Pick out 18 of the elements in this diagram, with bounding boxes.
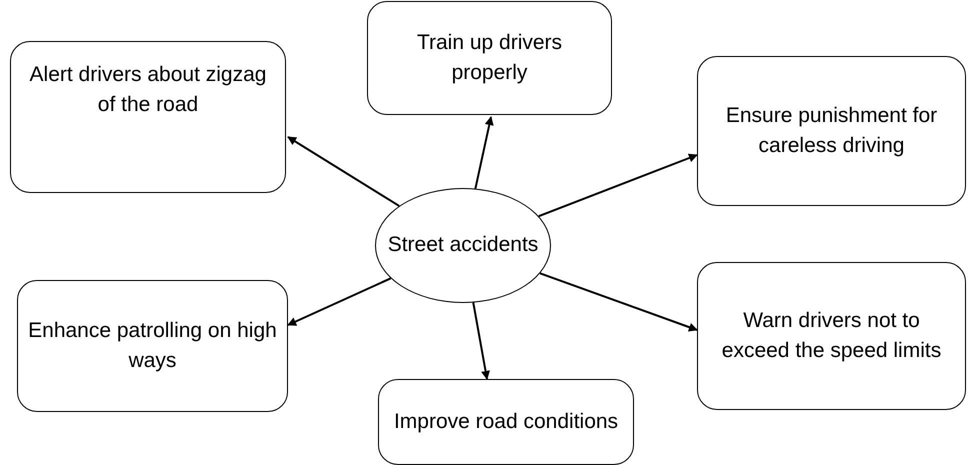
idea-box bbox=[17, 280, 288, 412]
node-text: Enhance patrolling on high ways bbox=[28, 318, 277, 374]
arrow bbox=[472, 302, 490, 380]
node-text: Improve road conditions bbox=[394, 408, 618, 435]
node-text: Ensure punishment for careless driving bbox=[724, 102, 938, 159]
idea-box bbox=[697, 56, 966, 206]
idea-box bbox=[367, 1, 612, 115]
arrow bbox=[538, 154, 698, 218]
idea-box bbox=[378, 379, 634, 465]
idea-box bbox=[697, 262, 966, 410]
node-text: Alert drivers about zigzag of the road bbox=[28, 62, 268, 118]
idea-box bbox=[10, 41, 286, 193]
arrow bbox=[287, 277, 392, 326]
arrow bbox=[287, 136, 400, 207]
node-text: Train up drivers properly bbox=[416, 30, 564, 86]
arrow bbox=[474, 116, 494, 189]
node-text: Street accidents bbox=[388, 232, 538, 258]
node-text: Warn drivers not to exceed the speed limits bbox=[720, 308, 942, 364]
